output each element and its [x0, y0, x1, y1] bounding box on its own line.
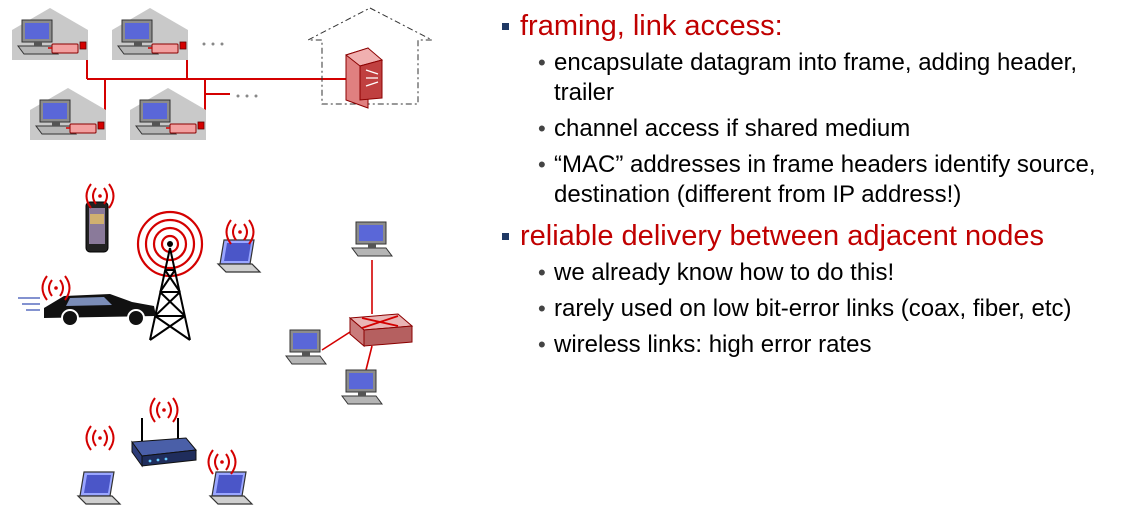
link-layer-diagram — [0, 0, 433, 505]
switched-ethernet-network — [285, 221, 414, 405]
laptop-icon — [217, 239, 261, 273]
wireless-signal-icon — [149, 397, 179, 423]
laptop-icon — [209, 471, 253, 505]
ethernet-switch-icon — [348, 313, 414, 348]
smartphone-icon — [85, 201, 109, 253]
sub-bullet: wireless links: high error rates — [520, 330, 1130, 360]
router-icon — [344, 47, 384, 109]
sub-bullet: “MAC” addresses in frame headers identif… — [520, 150, 1130, 210]
wifi-router-icon — [131, 418, 197, 468]
wireless-cellular-network — [18, 183, 261, 341]
laptop-icon — [77, 471, 121, 505]
house-icon — [130, 88, 206, 140]
cable-network — [12, 7, 433, 140]
sub-bullet: encapsulate datagram into frame, adding … — [520, 48, 1130, 108]
desktop-computer-icon — [351, 221, 393, 257]
ellipsis-icon — [202, 42, 258, 98]
bullet-heading: framing, link access: — [520, 10, 783, 42]
cell-tower-icon — [136, 210, 204, 341]
desktop-computer-icon — [285, 329, 327, 365]
wifi-network — [77, 397, 253, 505]
wireless-signal-icon — [85, 425, 115, 451]
wireless-signal-icon — [207, 449, 237, 475]
sub-bullet: rarely used on low bit-error links (coax… — [520, 294, 1130, 324]
bullet-framing: framing, link access: encapsulate datagr… — [500, 8, 1130, 210]
sub-bullet: channel access if shared medium — [520, 114, 1130, 144]
cable-headend — [307, 7, 433, 109]
bullet-reliable-delivery: reliable delivery between adjacent nodes… — [500, 218, 1130, 360]
bullet-list: framing, link access: encapsulate datagr… — [500, 6, 1130, 368]
house-icon — [112, 8, 188, 60]
desktop-computer-icon — [341, 369, 383, 405]
house-icon — [30, 88, 106, 140]
sub-bullet-list: we already know how to do this! rarely u… — [520, 258, 1130, 360]
sub-bullet-list: encapsulate datagram into frame, adding … — [520, 48, 1130, 210]
car-icon — [18, 294, 156, 327]
bullet-heading: reliable delivery between adjacent nodes — [520, 220, 1044, 252]
sub-bullet: we already know how to do this! — [520, 258, 1130, 288]
house-icon — [12, 8, 88, 60]
